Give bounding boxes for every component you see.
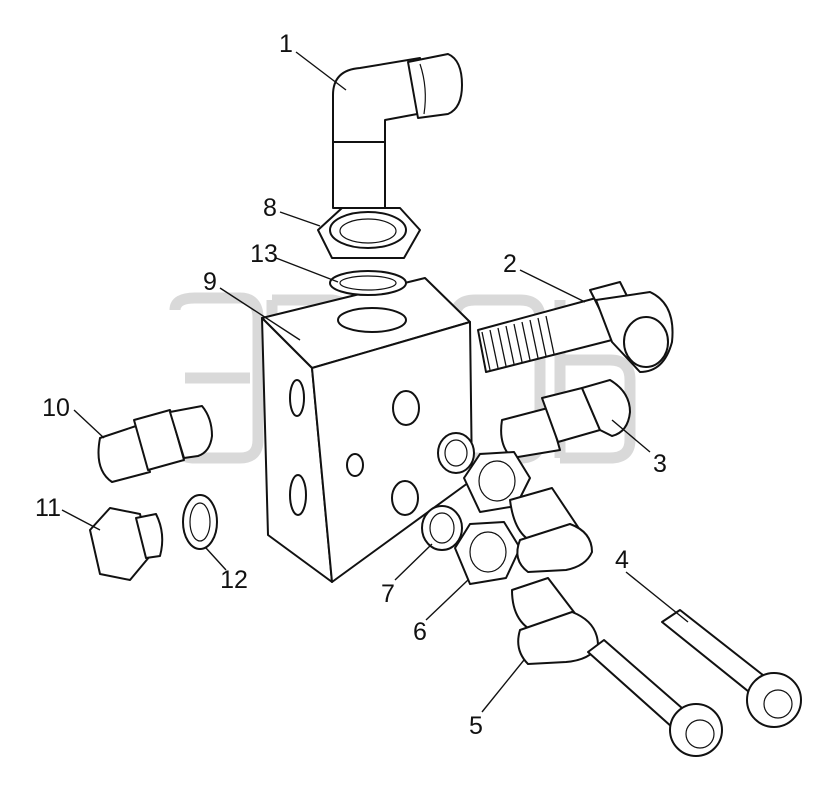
o-ring-upper-outer (437, 432, 475, 474)
threaded-fitting-2 (477, 281, 674, 373)
callout-3: 3 (653, 450, 667, 478)
callout-13: 13 (250, 240, 278, 268)
block-front-port-3 (391, 480, 419, 516)
banjo-fitting-5-eye (517, 611, 599, 665)
banjo-fitting-upper (509, 487, 593, 573)
hex-nut-6 (454, 521, 521, 585)
elbow-lower-pipe (332, 139, 386, 209)
hex-plug-11 (89, 507, 164, 581)
adapter-3 (500, 379, 631, 459)
o-ring-13-outer (329, 270, 407, 296)
plug-10-hex (133, 409, 185, 471)
leader-lines (61, 51, 689, 713)
hex-nut-upper (463, 451, 531, 513)
o-ring-7 (421, 505, 463, 551)
callout-5: 5 (469, 712, 483, 740)
elbow-fitting (332, 53, 463, 209)
block-front-port-2 (346, 453, 364, 477)
hex-nut-upper-body (463, 451, 531, 513)
o-ring-7-outer (421, 505, 463, 551)
callout-8: 8 (263, 194, 277, 222)
banjo-bolt-4-head (746, 672, 802, 728)
plug-10-body (97, 425, 151, 483)
callout-2: 2 (503, 250, 517, 278)
callout-6: 6 (413, 618, 427, 646)
callout-labels: 1 2 3 4 5 6 7 8 9 10 11 12 13 (35, 30, 667, 740)
hex-nut-8-bore-outer (329, 211, 407, 249)
banjo-bolt-lower-head (669, 703, 723, 757)
hex-plug-11-stub (135, 513, 164, 559)
callout-10: 10 (42, 394, 70, 422)
o-ring-13 (329, 270, 407, 296)
block-front-port-1 (392, 390, 420, 426)
callout-4: 4 (615, 546, 629, 574)
washer-12-outer (182, 494, 218, 550)
callout-1: 1 (279, 30, 293, 58)
valve-block (261, 277, 473, 583)
block-top-port (337, 307, 407, 333)
washer-12 (182, 494, 218, 550)
callout-11: 11 (35, 494, 61, 522)
adapter-3-end (581, 379, 631, 437)
banjo-fitting-upper-eye (516, 523, 593, 573)
block-left-port-upper (289, 379, 305, 417)
banjo-fitting-5 (511, 577, 599, 665)
o-ring-upper (437, 432, 475, 474)
callout-9: 9 (203, 268, 217, 296)
elbow-bend (332, 57, 429, 143)
hex-nut-8 (317, 207, 421, 259)
block-left-port-lower (289, 474, 307, 516)
elbow-socket (407, 53, 463, 119)
adapter-3-body (500, 407, 561, 459)
callout-12: 12 (220, 566, 248, 594)
plug-10 (97, 405, 213, 483)
banjo-bolt-lower (587, 639, 723, 757)
plug-10-end (169, 405, 213, 459)
banjo-bolt-4 (661, 609, 802, 728)
callout-7: 7 (381, 580, 395, 608)
hex-nut-6-body (454, 521, 521, 585)
threaded-fitting-2-eye-hole (623, 316, 669, 368)
